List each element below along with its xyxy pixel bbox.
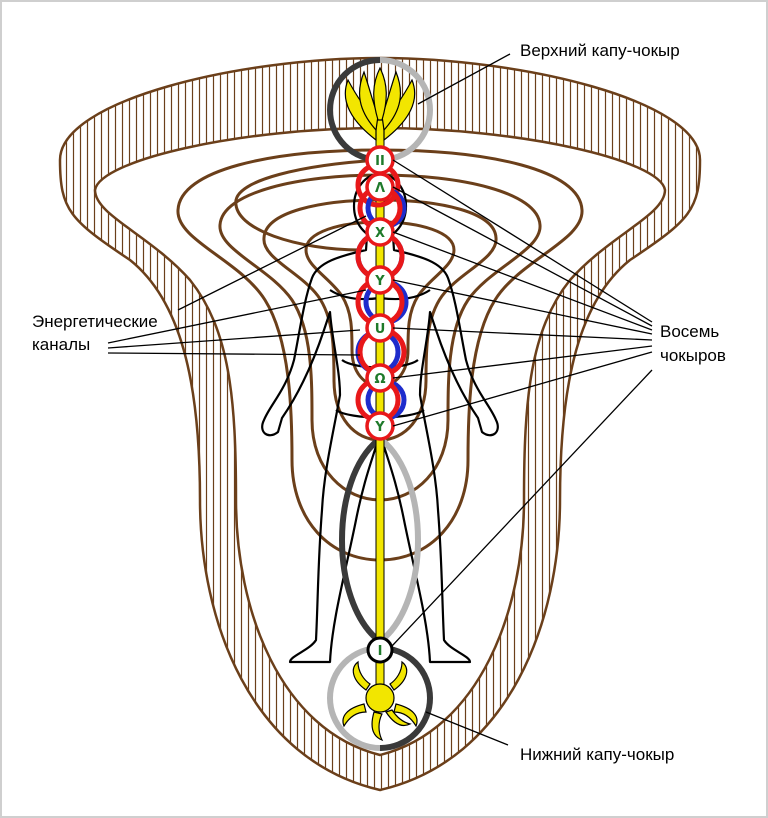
chakra-symbol-2: Λ	[375, 181, 385, 196]
root-sun-icon	[342, 660, 418, 742]
lower-node-dark-arc	[379, 645, 433, 751]
label-lower-node: Нижний капу-чокыр	[520, 745, 674, 764]
leader-upper-node	[417, 53, 511, 105]
chakra-node-1: II	[365, 145, 395, 175]
light-loop	[380, 437, 421, 643]
aura-outer-shell	[58, 56, 702, 792]
crown-tree-icon	[344, 66, 416, 142]
chakra-symbol-5: U	[375, 322, 386, 337]
leader-chakra-8	[391, 369, 653, 647]
chakra-node-6: Ω	[365, 363, 395, 393]
chakra-symbol-4: Y	[374, 274, 385, 289]
upper-node	[327, 57, 433, 163]
leader-channel-2	[107, 289, 367, 344]
chakra-node-4: Y	[365, 265, 395, 295]
chakra-symbol-3: X	[375, 226, 385, 241]
aura-contour-5	[234, 158, 381, 252]
upper-node-dark-arc	[327, 57, 381, 163]
chakra-node-2: Λ	[365, 172, 395, 202]
leader-channel-4	[107, 352, 361, 356]
lower-node-light-arc	[327, 645, 381, 751]
figure-left-outline	[261, 235, 380, 664]
chakra-node-8: I	[366, 636, 394, 664]
chakra-symbol-1: II	[375, 154, 385, 169]
chakra-symbol-7: Y	[374, 420, 385, 435]
chakra-node-7: Y	[365, 411, 395, 441]
leader-chakra-2	[392, 186, 653, 327]
leader-chakra-1	[392, 159, 653, 323]
leader-chakra-6	[392, 345, 653, 379]
label-channels-line1: Энергетические	[32, 312, 158, 331]
leader-lines	[107, 53, 653, 746]
lower-node	[327, 645, 433, 751]
label-chakras-line1: Восемь	[660, 322, 719, 341]
chakra-nodes: II Λ X Y U Ω Y I	[365, 145, 395, 664]
label-channels-line2: каналы	[32, 335, 90, 354]
figure-right-outline	[380, 235, 499, 664]
energy-loops	[339, 437, 421, 643]
chakra-node-5: U	[365, 313, 395, 343]
label-upper-node: Верхний капу-чокыр	[520, 41, 680, 60]
leader-chakra-5	[392, 327, 653, 341]
leader-chakra-3	[392, 231, 653, 331]
leader-channel-3	[107, 329, 361, 349]
dark-loop	[339, 437, 380, 643]
leader-chakra-7	[392, 351, 653, 427]
chakra-node-3: X	[365, 217, 395, 247]
chakra-symbol-6: Ω	[374, 372, 385, 387]
chakra-symbol-8: I	[378, 644, 383, 659]
leader-channel-1	[177, 215, 367, 311]
leader-lower-node	[425, 711, 509, 746]
label-chakras-line2: чокыров	[660, 346, 726, 365]
upper-node-light-arc	[379, 57, 433, 163]
leader-chakra-4	[392, 279, 653, 335]
